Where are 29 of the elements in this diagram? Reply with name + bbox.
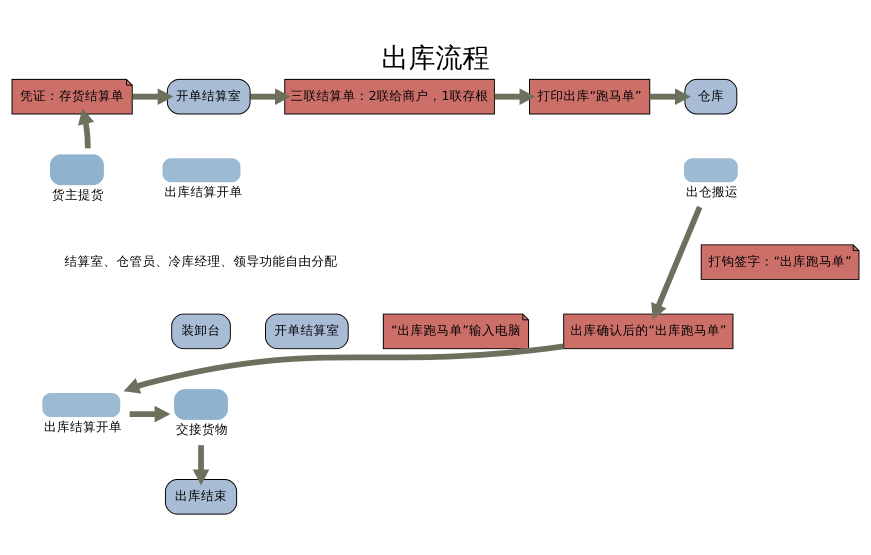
node-label: 出库结算开单	[164, 184, 242, 199]
arrow	[651, 205, 702, 320]
node-box	[162, 158, 240, 182]
node-box: 开单结算室	[265, 313, 349, 349]
node-box: 开单结算室	[166, 78, 251, 114]
label: 结算室、仓管员、冷库经理、领导功能自由分配	[64, 252, 338, 268]
node-label: 交接货物	[176, 421, 228, 436]
arrow	[132, 88, 174, 104]
node-label: 货主提货	[52, 186, 104, 202]
node-person	[50, 154, 104, 185]
node-label: 出仓搬运	[686, 184, 738, 199]
node-box: 三联结算单：2联给商户，1联存根	[284, 78, 495, 114]
node-box: 装卸台	[171, 313, 231, 349]
node-box: 出库确认后的“出库跑马单”	[563, 313, 734, 349]
node-box: 打印出库“跑马单”	[529, 78, 650, 114]
node-box	[684, 158, 738, 182]
arrow	[192, 444, 210, 485]
arrow	[130, 405, 170, 422]
node-label: 出库结算开单	[44, 418, 122, 434]
node-box	[42, 392, 120, 416]
arrow	[78, 108, 94, 148]
node-box: 出库结束	[164, 478, 238, 514]
node-box: 仓库	[684, 78, 738, 114]
arrow	[250, 88, 291, 104]
arrow	[494, 88, 536, 104]
node-person	[174, 388, 228, 420]
diagram-title: 出库流程	[382, 42, 490, 74]
arrow	[124, 343, 564, 394]
arrow	[650, 88, 691, 104]
